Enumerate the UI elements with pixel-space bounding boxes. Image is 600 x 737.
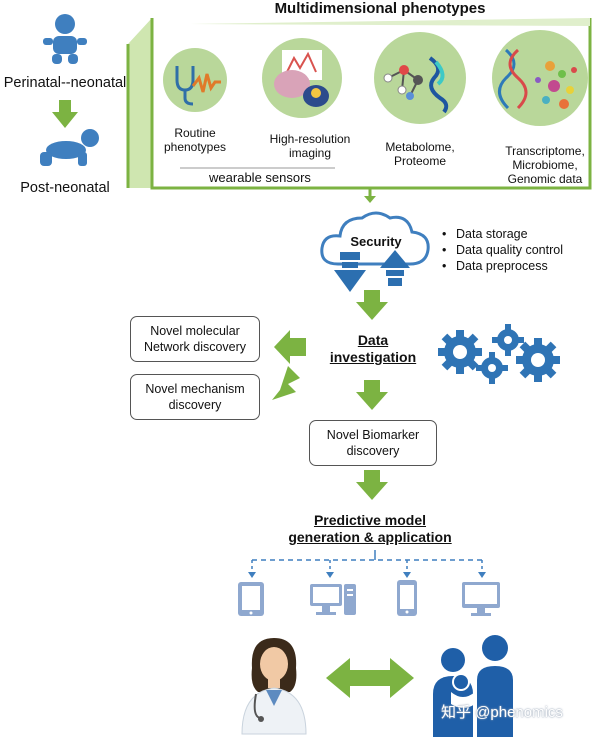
phenotype-frame	[126, 18, 592, 203]
device-distribution-lines	[248, 550, 486, 578]
gears-icon	[438, 324, 560, 384]
security-label: Security	[350, 234, 402, 249]
phenotype-label-genomic: Transcriptome,Microbiome,Genomic data	[505, 144, 585, 186]
monitor-icon	[462, 582, 500, 616]
security-bullets: •Data storage •Data quality control •Dat…	[442, 226, 563, 274]
wearable-sensors-label: wearable sensors	[209, 170, 311, 185]
page-title: Multidimensional phenotypes	[274, 0, 486, 17]
bullet-item: •Data quality control	[442, 243, 564, 257]
perinatal-label: Perinatal--neonatal	[3, 75, 127, 91]
phone-icon	[397, 580, 417, 616]
tablet-icon	[238, 582, 264, 616]
cloud-security-icon	[320, 211, 430, 292]
molecule-icon	[374, 32, 466, 124]
stage-arrow	[52, 100, 78, 128]
brain-imaging-icon	[262, 38, 342, 118]
baby-icon	[43, 14, 87, 64]
phenotype-label-omics: Metabolome,Proteome	[385, 140, 455, 168]
desktop-icon	[310, 584, 356, 615]
doctor-icon	[241, 638, 307, 735]
crawling-baby-icon	[40, 129, 99, 166]
bullet-item: •Data storage	[442, 227, 528, 241]
watermark: 知乎 @phenomics	[441, 704, 563, 721]
bullet-item: •Data preprocess	[442, 259, 548, 273]
family-icon	[433, 635, 513, 737]
stethoscope-icon	[163, 48, 227, 112]
wearable-divider	[180, 167, 335, 169]
dna-microbiome-icon	[492, 30, 588, 126]
post-neonatal-label: Post-neonatal	[20, 180, 110, 196]
